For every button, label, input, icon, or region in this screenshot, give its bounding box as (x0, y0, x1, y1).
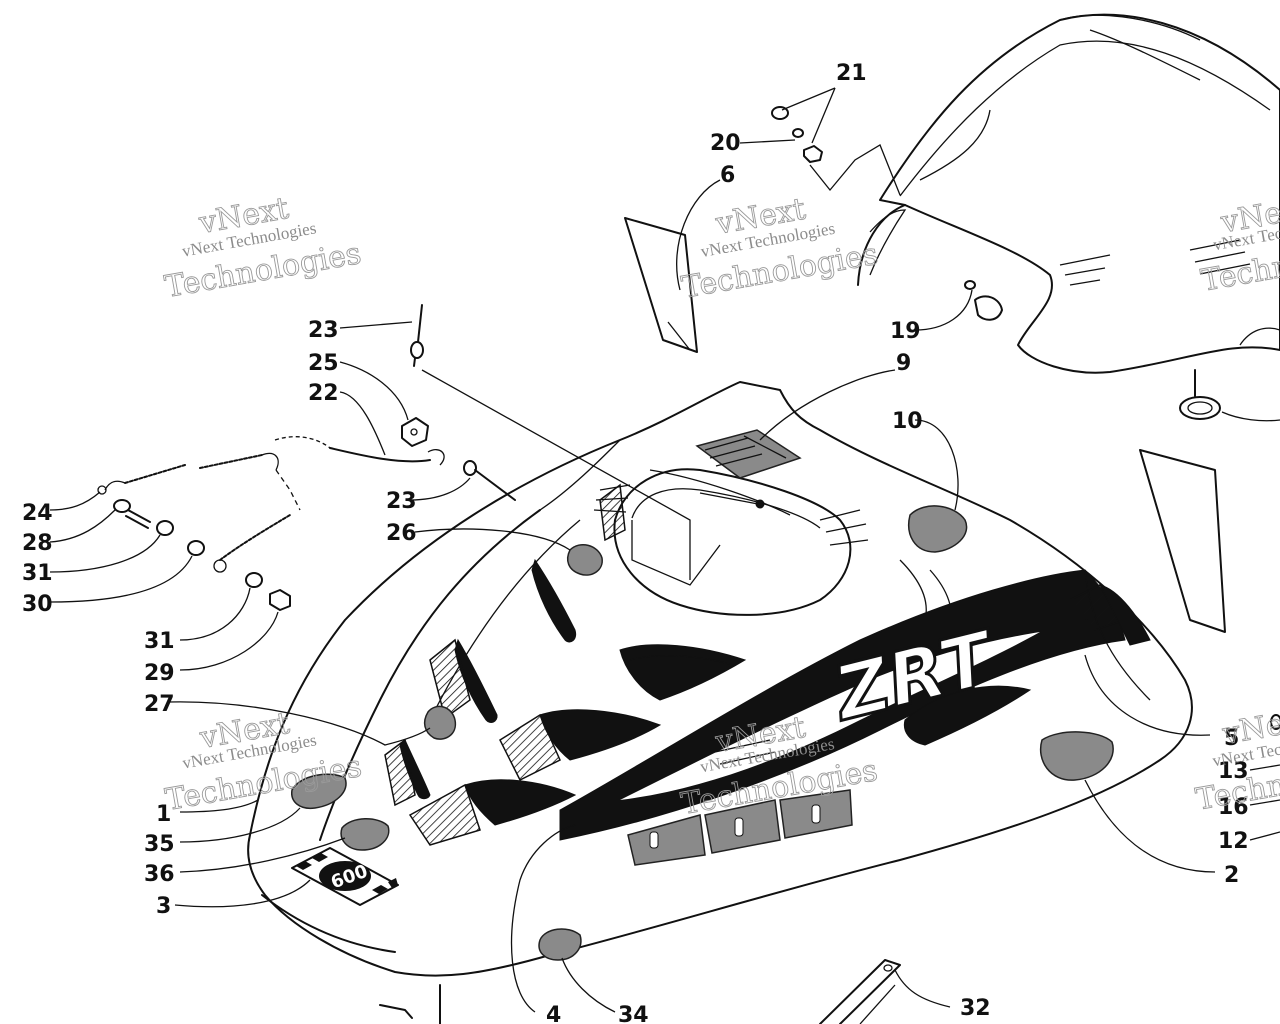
panel-6 (624, 217, 698, 353)
callout-9: 9 (896, 351, 911, 376)
decal-26 (567, 543, 603, 576)
callout-30: 30 (22, 592, 53, 617)
callout-35: 35 (144, 832, 175, 857)
callout-20: 20 (710, 131, 741, 156)
callout-26: 26 (386, 521, 417, 546)
leader-lines (49, 87, 1280, 1024)
callout-21: 21 (836, 61, 867, 86)
windshield (857, 13, 1280, 422)
callout-23-top: 23 (308, 318, 339, 343)
spring-assembly (97, 436, 445, 573)
callout-31a: 31 (22, 561, 53, 586)
watermark-top-center: vNext vNext Technologies Technologies (679, 191, 882, 306)
decal-2 (1039, 731, 1114, 781)
rivet-23-lower (463, 460, 516, 501)
callout-19: 19 (890, 319, 921, 344)
badge-decal-3: 600 (291, 847, 399, 906)
callout-6: 6 (720, 163, 735, 188)
callout-16: 16 (1218, 795, 1249, 820)
callout-5: 5 (1224, 726, 1239, 751)
nut-29 (269, 589, 291, 611)
callout-3: 3 (156, 894, 171, 919)
decal-10 (908, 505, 968, 553)
callout-32: 32 (960, 996, 991, 1021)
rivet-23-top (410, 304, 424, 367)
watermark-bottom-right: vNext vNext Technologies Technologies (1193, 701, 1280, 818)
callout-1: 1 (156, 802, 171, 827)
callout-25: 25 (308, 351, 339, 376)
callout-22: 22 (308, 381, 339, 406)
hood: ZRT (247, 381, 1193, 977)
panel-right (1139, 449, 1226, 633)
bracket-32 (819, 959, 901, 1024)
nut-30 (187, 540, 205, 556)
decal-9-warning (695, 429, 802, 479)
watermark-top-left: vNext vNext Technologies Technologies (162, 191, 365, 306)
decal-27 (423, 705, 457, 740)
clip-25 (401, 417, 429, 447)
callout-34: 34 (618, 1003, 649, 1024)
decal-36 (340, 818, 390, 851)
callout-13: 13 (1218, 759, 1249, 784)
watermark-top-right: vNext vNext Technologies Technologies (1198, 190, 1280, 299)
bolt-28 (113, 499, 151, 529)
decal-35 (291, 773, 347, 810)
washer-19 (964, 280, 976, 290)
callout-28: 28 (22, 531, 53, 556)
callout-27: 27 (144, 692, 175, 717)
callout-4: 4 (546, 1003, 561, 1024)
washer-20 (792, 128, 804, 138)
callout-23-lower: 23 (386, 489, 417, 514)
digits-decal (627, 789, 853, 866)
callout-36: 36 (144, 862, 175, 887)
callout-10: 10 (892, 409, 923, 434)
callout-labels: 21 20 6 19 9 10 23 25 22 23 26 24 28 31 … (22, 61, 1249, 1024)
callout-12: 12 (1218, 829, 1249, 854)
nut-21 (803, 145, 823, 163)
callout-29: 29 (144, 661, 175, 686)
callout-2: 2 (1224, 863, 1239, 888)
callout-24: 24 (22, 501, 53, 526)
washer-31a (156, 520, 174, 536)
washer-31b (245, 572, 263, 588)
nut-19 (974, 295, 1003, 321)
decal-34 (538, 928, 582, 961)
screw-21 (771, 106, 789, 120)
callout-31b: 31 (144, 629, 175, 654)
